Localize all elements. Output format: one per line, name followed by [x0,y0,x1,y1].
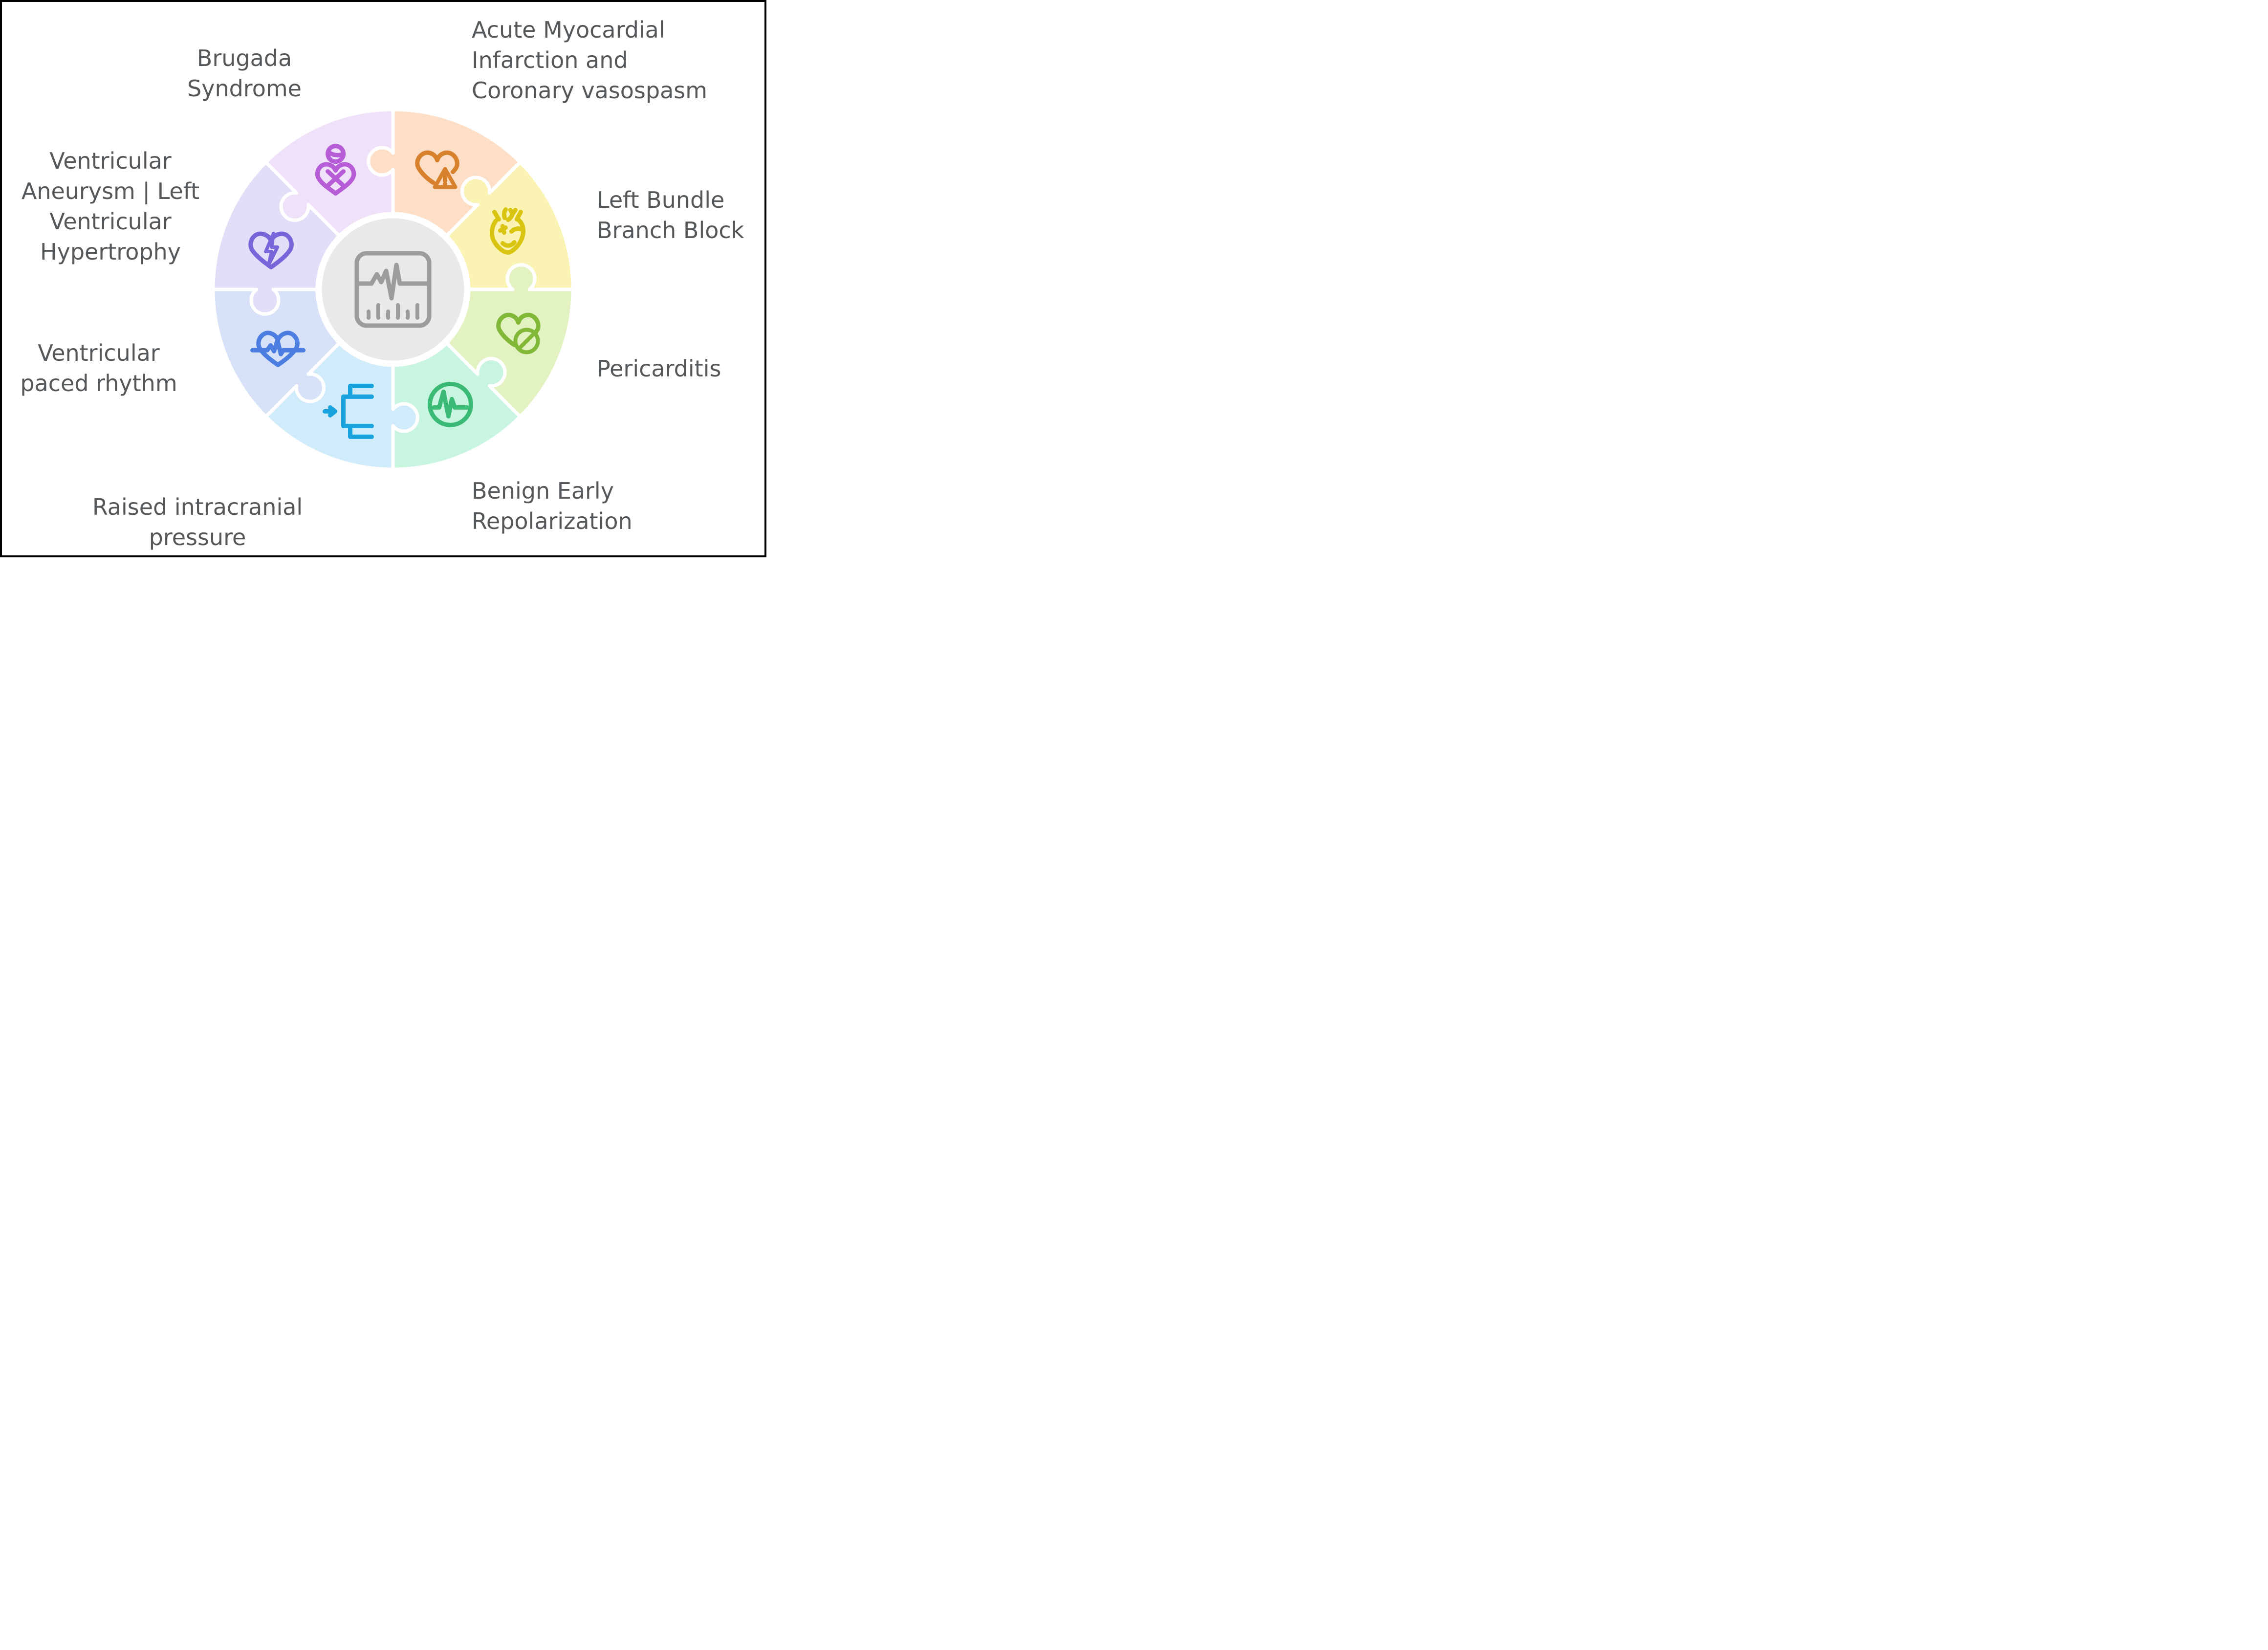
label-benign-early-repolarization: Benign Early Repolarization [472,478,632,534]
label-brugada-syndrome: Brugada Syndrome [187,45,302,102]
heart-alert-icon [415,150,459,189]
ecg-circle-icon [427,381,473,427]
pressure-arrow-icon [323,383,374,439]
heart-bolt-icon [248,231,294,269]
label-lbbb: Left Bundle Branch Block [597,187,744,243]
heart-block-icon [496,312,541,354]
label-ventricular-aneurysm-lvh: Ventricular Aneurysm | Left Ventricular … [21,148,200,265]
anatomical-heart-icon [489,207,526,255]
label-raised-intracranial-pressure: Raised intracranial pressure [92,494,303,550]
heart-ecg-icon [250,330,306,367]
person-heart-icon [315,144,356,196]
figure-canvas: Acute Myocardial Infarction and Coronary… [0,0,766,557]
puzzle-wheel [211,108,575,471]
label-acute-mi: Acute Myocardial Infarction and Coronary… [472,17,708,104]
label-pericarditis: Pericarditis [597,355,721,382]
ecg-monitor-icon [354,251,432,328]
label-ventricular-paced-rhythm: Ventricular paced rhythm [20,340,177,396]
